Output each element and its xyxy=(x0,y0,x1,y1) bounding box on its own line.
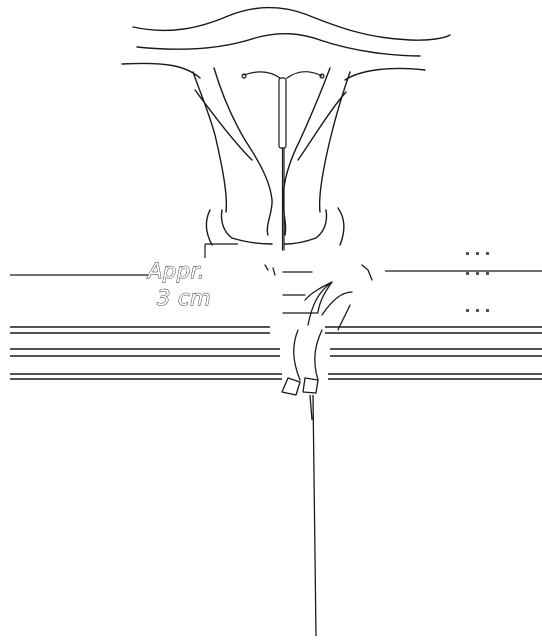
measurement-bracket xyxy=(10,243,542,276)
inserter-rod xyxy=(309,394,317,637)
annotation-line-2: 3 cm xyxy=(157,286,211,310)
tenaculum xyxy=(264,264,373,396)
annotation-line-1: Appr. xyxy=(146,259,205,283)
dot-markers xyxy=(466,252,489,312)
uterus-outline xyxy=(121,6,451,246)
iud-device xyxy=(241,71,325,251)
vaginal-walls xyxy=(10,326,542,380)
